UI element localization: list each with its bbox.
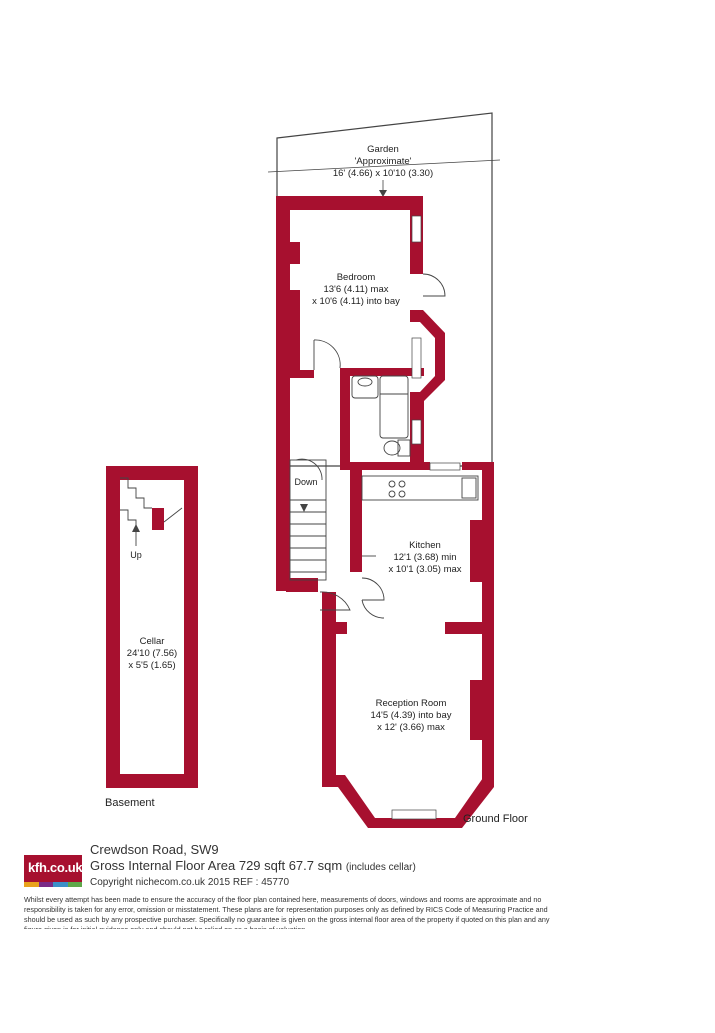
bedroom-label: Bedroom xyxy=(337,272,376,283)
cellar-label: Cellar xyxy=(140,636,165,647)
reception-dim2: x 12' (3.66) max xyxy=(377,722,445,733)
cellar-dim1: 24'10 (7.56) xyxy=(127,648,177,659)
garden-label: Garden xyxy=(367,144,399,155)
stair-down-arrow xyxy=(300,504,308,512)
ground-floor-walls xyxy=(276,196,494,828)
stair-down-label: Down xyxy=(294,477,317,487)
garden-note: 'Approximate' xyxy=(355,156,412,167)
garden-arrow-head xyxy=(379,190,387,197)
cellar-up-label: Up xyxy=(130,550,142,560)
garden-dims: 16' (4.66) x 10'10 (3.30) xyxy=(333,168,433,179)
reception-dim1: 14'5 (4.39) into bay xyxy=(370,710,451,721)
kitchen-dim1: 12'1 (3.68) min xyxy=(393,552,456,563)
bedroom-dim2: x 10'6 (4.11) into bay xyxy=(312,296,400,307)
garden-measure-line xyxy=(267,159,501,173)
interior-lines xyxy=(289,273,479,619)
cellar-dim2: x 5'5 (1.65) xyxy=(128,660,175,671)
ground-floor-label: Ground Floor xyxy=(463,813,528,825)
cellar-up-arrow xyxy=(132,524,140,532)
kitchen-label: Kitchen xyxy=(409,540,441,551)
windows xyxy=(391,215,461,820)
bedroom-dim1: 13'6 (4.11) max xyxy=(323,284,388,295)
kitchen-dim2: x 10'1 (3.05) max xyxy=(388,564,461,575)
cellar-stair xyxy=(120,477,183,546)
reception-label: Reception Room xyxy=(376,698,447,709)
basement-label: Basement xyxy=(105,797,155,809)
cellar-walls xyxy=(106,466,198,788)
